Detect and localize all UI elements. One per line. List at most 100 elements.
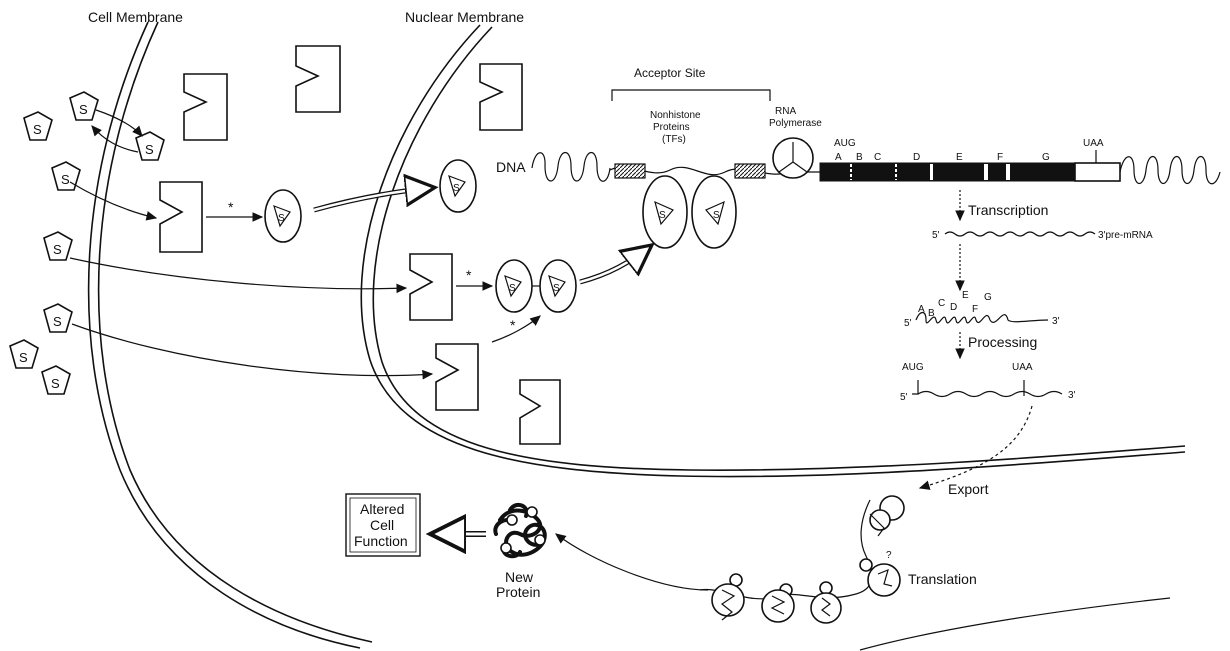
svg-text:3': 3' [1052,316,1060,327]
gene-segment: A [835,152,842,163]
activation-star: * [466,267,472,283]
processed-segment: F [972,304,978,315]
svg-text:5': 5' [904,318,912,329]
nonhistone-label: Nonhistone [650,110,701,121]
receptor [520,380,560,444]
svg-text:Proteins: Proteins [653,122,690,133]
mrna-uaa-label: UAA [1012,362,1033,373]
cell-membrane [89,22,372,648]
receptor-complex-nucleus: S [440,160,476,212]
processed-segment: C [938,298,945,309]
processed-segment: B [928,308,935,319]
receptor-dimer: S S [496,260,576,312]
splicing-intermediate: 5' 3' A B C D E F G [904,290,1060,329]
receptor [410,254,452,320]
svg-text:S: S [553,283,560,294]
ribosome [712,574,744,620]
pre-mrna-label: 3'pre-mRNA [1098,230,1153,241]
steroid-icon: S [136,132,164,160]
mature-mrna: AUG UAA 5' 3' [900,362,1076,403]
svg-text:5': 5' [932,230,940,241]
svg-text:S: S [33,122,42,137]
steroid-icon: S [70,92,98,120]
svg-text:S: S [61,172,70,187]
receptor [184,74,227,140]
translation-label: Translation [908,571,977,587]
altered-cell-function-box: Altered Cell Function [346,494,420,556]
nonhistone-protein [615,164,645,178]
pre-mrna: 5' 3'pre-mRNA [932,230,1153,241]
receptor-complex-cytoplasm: S [265,190,301,242]
svg-text:Protein: Protein [496,584,540,600]
dna-label: DNA [496,159,526,175]
receptor [436,344,478,410]
gene-segment: E [956,152,963,163]
translocation-arrows [314,188,648,282]
question-mark: ? [886,550,892,561]
svg-text:S: S [79,102,88,117]
gene-segment: G [1042,152,1050,163]
protein-release-arrow [556,534,708,590]
export-step: Export [920,406,1032,497]
svg-text:(TFs): (TFs) [662,134,686,145]
gene-segment: C [874,152,881,163]
polysome: ? [700,496,904,623]
svg-text:S: S [659,210,666,221]
nonhistone-protein [735,164,765,178]
svg-text:S: S [713,210,720,221]
processing-step: Processing [960,332,1037,358]
equilibrium-arrows [92,110,142,152]
ribosome [870,496,904,536]
dna-helix-right [1120,157,1220,184]
mrna-aug-label: AUG [902,362,924,373]
svg-text:Function: Function [354,533,408,549]
svg-text:S: S [509,283,516,294]
rna-polymerase [773,138,813,178]
steroid-icon: S [44,232,72,260]
steroid-icon: S [10,340,38,368]
steroid-icon: S [44,304,72,332]
svg-text:3': 3' [1068,390,1076,401]
svg-text:Cell: Cell [370,517,394,533]
bound-receptor-dimer: S S [643,176,736,248]
uaa-label: UAA [1083,138,1104,149]
steroid-molecules-outside: S S S S S S S S [10,92,164,394]
new-protein [495,505,545,556]
processed-segment: E [962,290,969,301]
rna-polymerase-label: RNA [775,106,796,117]
nuclear-membrane-label: Nuclear Membrane [405,9,524,25]
processed-segment: A [918,304,925,315]
gene: AUG UAA A B C D E F G [820,138,1120,181]
steroid-icon: S [42,366,70,394]
svg-text:S: S [145,142,154,157]
aug-label: AUG [834,138,856,149]
acceptor-site-bracket [612,90,770,101]
cell-membrane-label: Cell Membrane [88,9,183,25]
ribosome [762,584,794,622]
svg-text:S: S [19,350,28,365]
svg-text:S: S [278,213,285,224]
transcription-label: Transcription [968,202,1048,218]
svg-text:5': 5' [900,392,908,403]
gene-segment: B [856,152,863,163]
receptors [160,46,560,444]
svg-text:S: S [53,242,62,257]
gene-segment: D [913,152,920,163]
nuclear-membrane [361,25,1185,477]
activation-star: * [228,199,234,215]
svg-text:Altered: Altered [360,501,404,517]
receptor [480,64,522,130]
export-label: Export [948,481,989,497]
gene-segment: F [997,152,1003,163]
acceptor-site-label: Acceptor Site [634,66,706,80]
ribosome [811,582,841,623]
cell-inner-membrane [860,598,1170,650]
dna-helix-left [532,153,610,182]
processing-label: Processing [968,334,1037,350]
new-protein-label: New [505,569,534,585]
activation-star: * [510,317,516,333]
activation-steps: * * * [206,199,540,342]
svg-text:S: S [53,314,62,329]
